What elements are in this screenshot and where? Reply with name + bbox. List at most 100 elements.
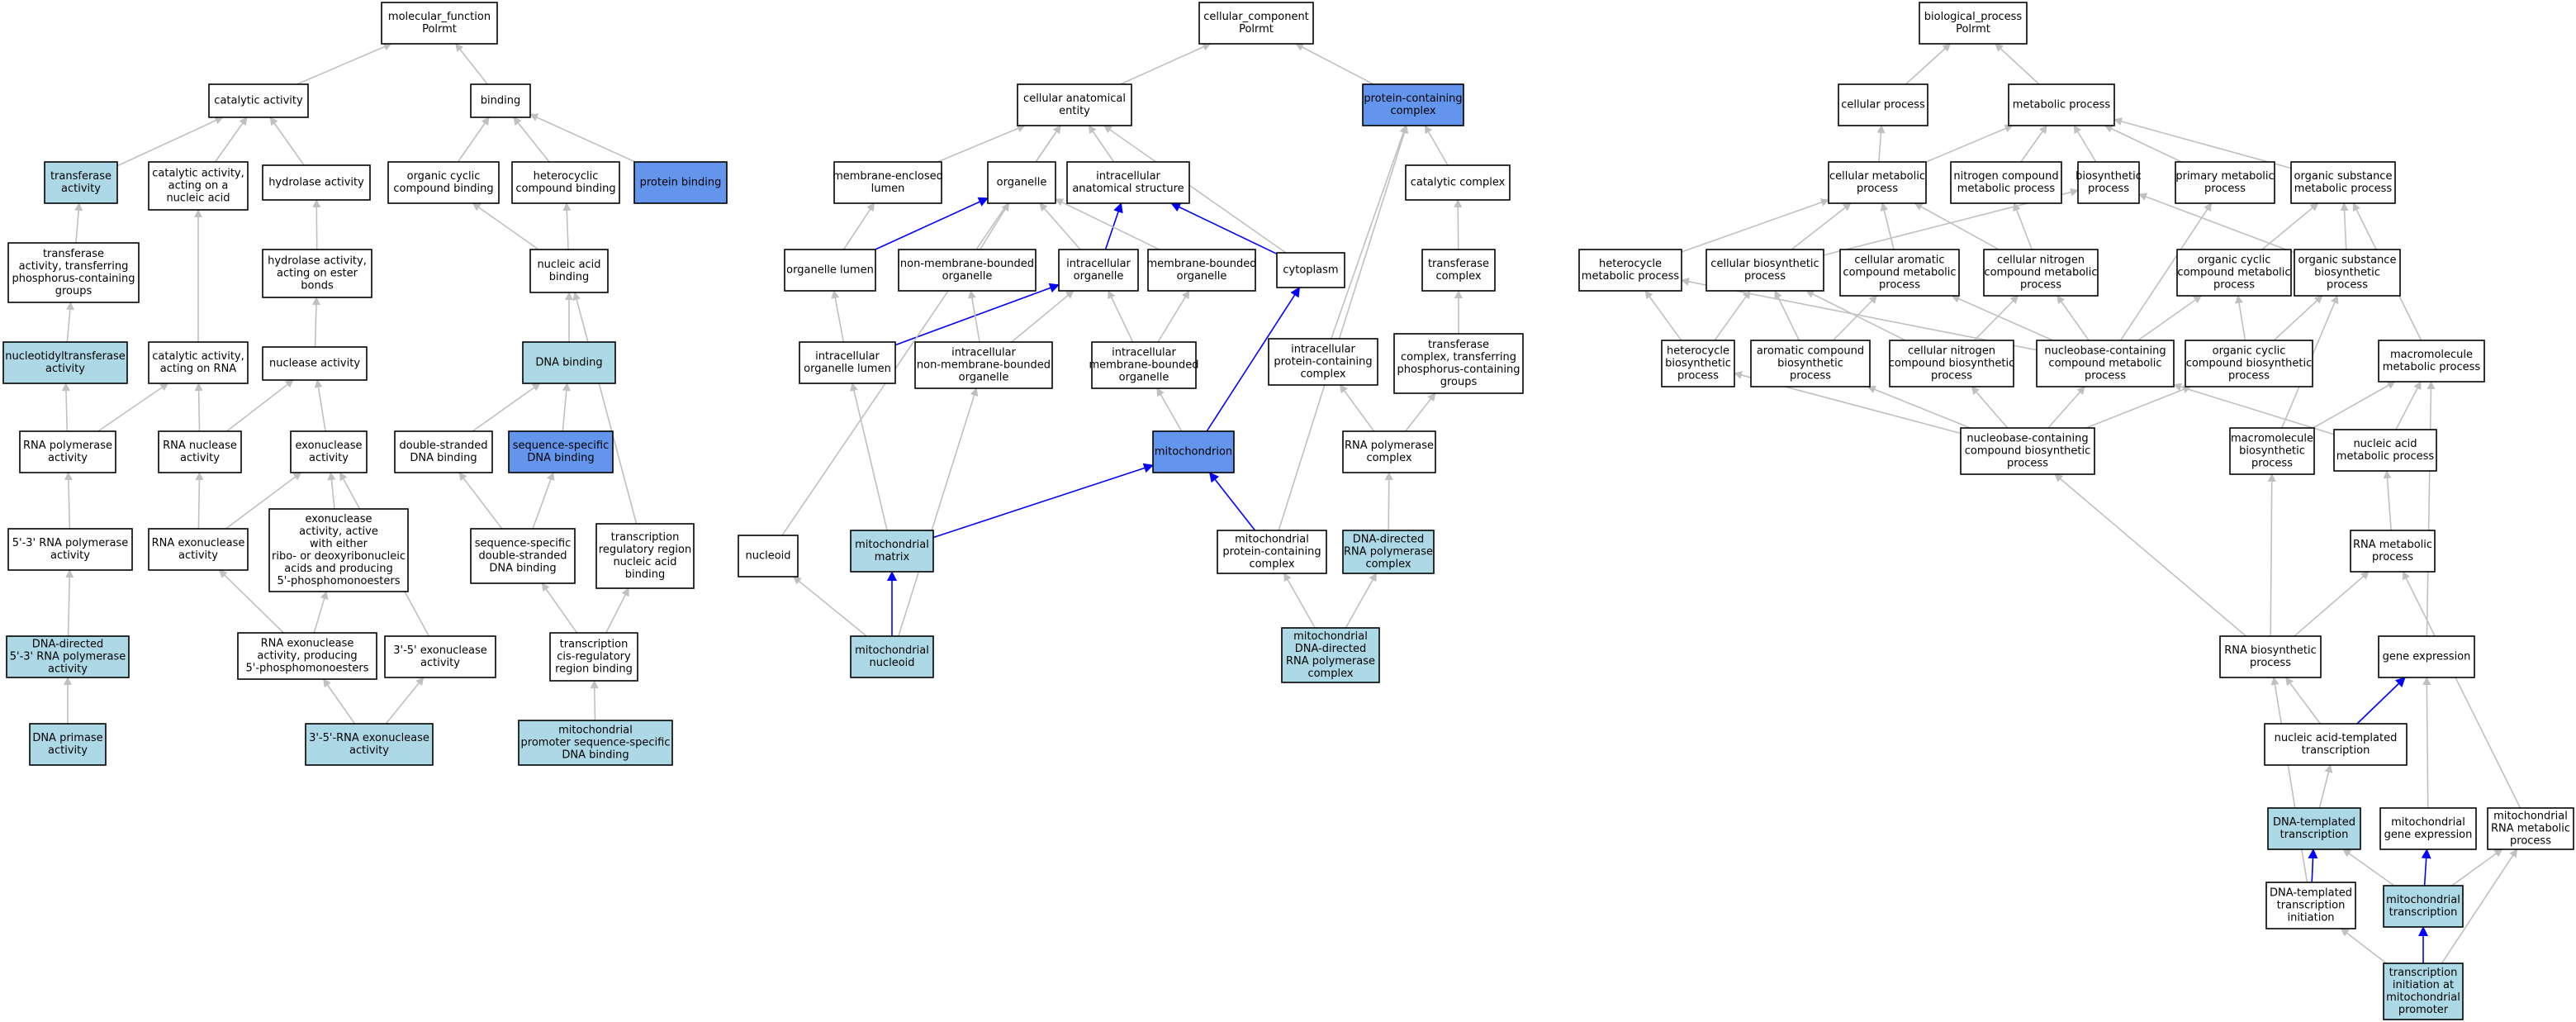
term-label-line: membrane-enclosed (833, 170, 943, 183)
term-label-line: cellular nitrogen (1908, 345, 1995, 358)
go-term-org-lumen[interactable]: organelle lumen (784, 249, 876, 292)
go-term-cat-complex[interactable]: catalytic complex (1405, 164, 1511, 201)
term-label-line: region binding (555, 663, 633, 676)
go-term-metab-proc[interactable]: metabolic process (2008, 83, 2115, 126)
go-term-binding[interactable]: binding (470, 83, 531, 118)
go-term-nucleoid[interactable]: nucleoid (738, 535, 799, 578)
go-term-cat-rna[interactable]: catalytic activity,acting on RNA (148, 341, 249, 384)
edge-hydrolase-to-catalytic (269, 116, 305, 166)
go-term-organelle[interactable]: organelle (987, 161, 1056, 204)
go-term-cytoplasm[interactable]: cytoplasm (1276, 252, 1345, 288)
go-term-cell-proc[interactable]: cellular process (1838, 83, 1928, 126)
term-label-line: non-membrane-bounded (917, 359, 1051, 372)
term-label-line: mitochondrial (558, 725, 633, 737)
term-label-line: activity (48, 744, 88, 757)
go-term-nuclease[interactable]: nuclease activity (262, 346, 368, 381)
go-term-mitochondrion[interactable]: mitochondrion (1152, 430, 1235, 473)
go-term-hydrolase[interactable]: hydrolase activity (262, 164, 371, 201)
term-label-line: mitochondrial (2386, 894, 2460, 906)
go-term-protein-binding[interactable]: protein binding (633, 161, 728, 204)
go-term-dna-binding[interactable]: DNA binding (522, 341, 616, 384)
go-term-intra-non-mem[interactable]: intracellularnon-membrane-boundedorganel… (914, 341, 1053, 389)
go-term-catalytic[interactable]: catalytic activity (208, 83, 309, 118)
go-term-gene-expr[interactable]: gene expression (2378, 635, 2475, 678)
